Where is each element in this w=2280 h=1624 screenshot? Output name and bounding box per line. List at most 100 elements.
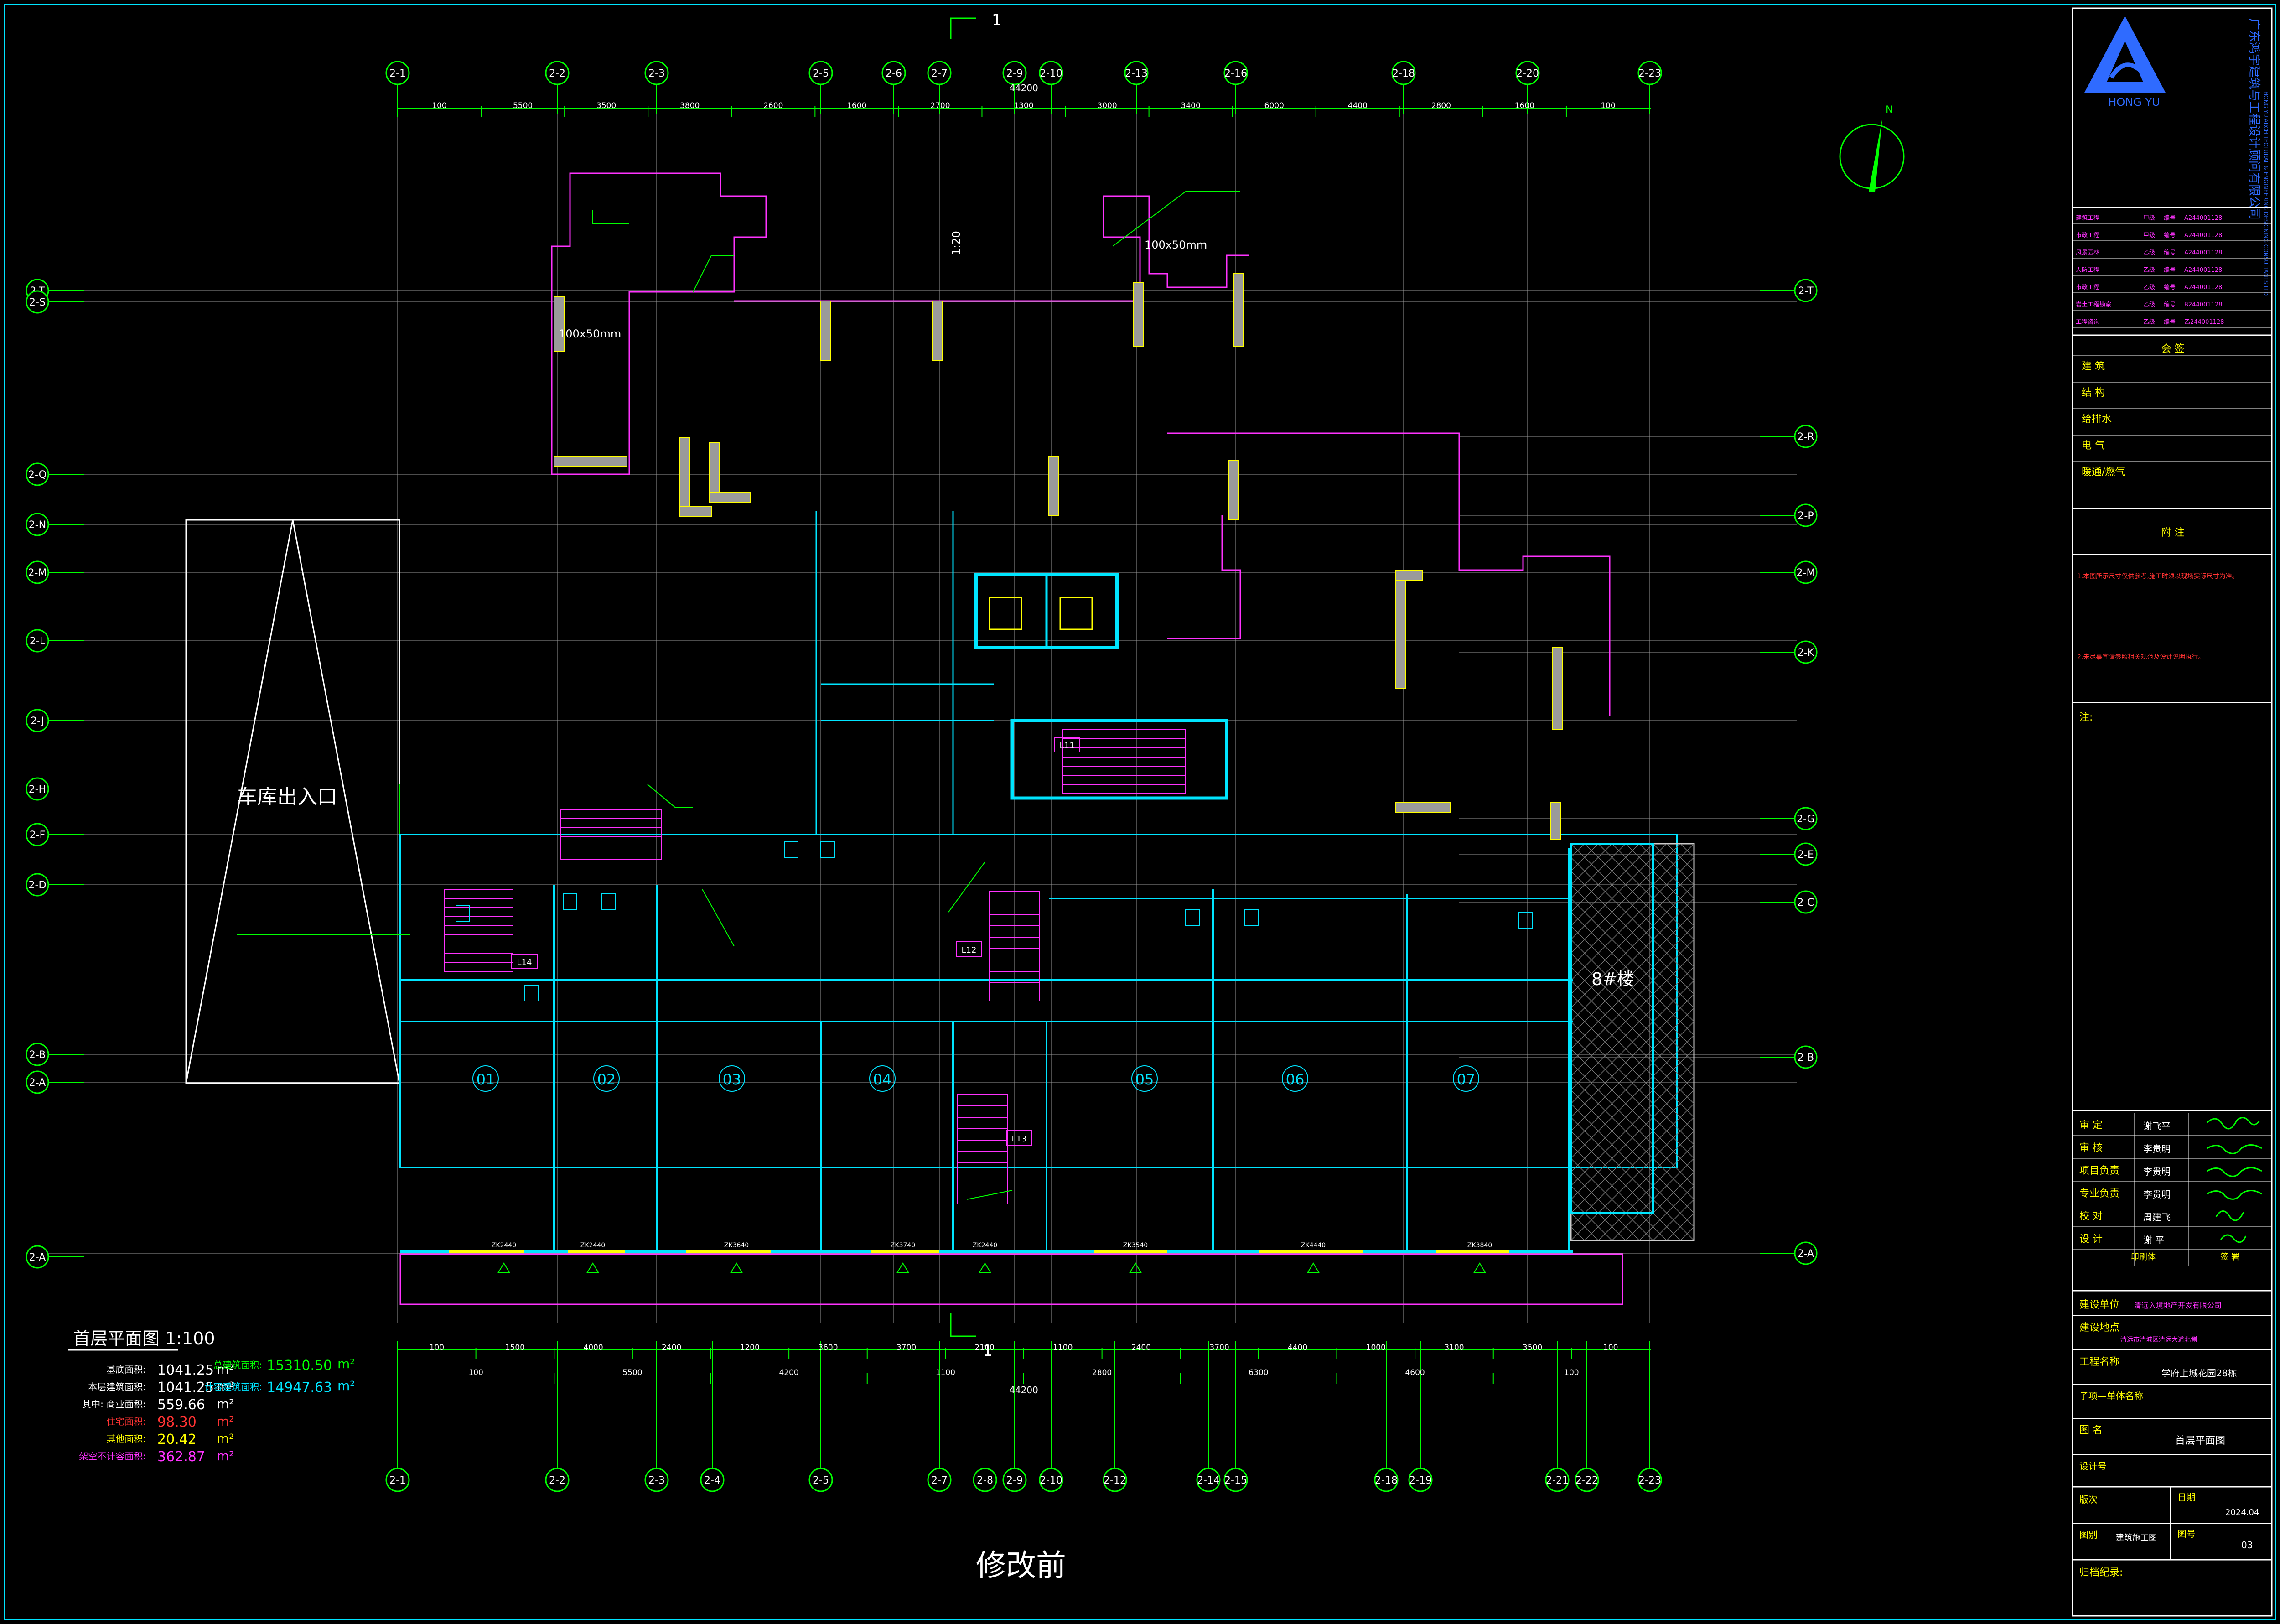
cosign-row-4: 暖通/燃气 [2082,467,2125,478]
axis-bottom-15: 2-22 [1575,1468,1599,1492]
axis-right-6-label: 2-E [1798,849,1814,861]
dim-bottom2-6: 4600 [1405,1368,1425,1377]
axis-bottom-11: 2-15 [1223,1468,1248,1492]
remarks-title: 附 注 [2161,527,2185,539]
axis-bottom-5: 2-7 [927,1468,952,1492]
dim-bottom1-5: 3600 [818,1343,838,1352]
axis-right-5-label: 2-G [1797,814,1815,825]
axis-top-5: 2-7 [927,61,952,85]
client-value: 清远入境地产开发有限公司 [2134,1301,2222,1310]
plan-title: 首层平面图 1:100 [73,1328,215,1349]
unit-label-4: 05 [1135,1071,1154,1088]
axis-bottom-10: 2-14 [1196,1468,1221,1492]
area-label-0: 基底面积: [106,1364,146,1375]
note-scale-top: 1:20 [950,231,963,255]
dim-bottom1-13: 3100 [1444,1343,1464,1352]
cert-cell-2-1: 乙级 [2143,249,2155,256]
cert-cell-4-1: 乙级 [2143,284,2155,291]
axis-top-5-label: 2-7 [931,68,948,79]
axis-left-9: 2-D [26,873,49,897]
dim-bottom1-3: 2400 [662,1343,681,1352]
stair-tag-3: L14 [517,958,532,967]
axis-left-8-label: 2-F [30,830,46,841]
cert-cell-2-3: A244001128 [2184,249,2222,256]
cert-cell-0-1: 甲级 [2143,215,2155,222]
dim-bottom1-6: 3700 [896,1343,916,1352]
dim-bottom2-4: 2800 [1092,1368,1112,1377]
building-8-tag: 8#楼 [1591,969,1634,989]
axis-bottom-10-label: 2-14 [1197,1475,1220,1486]
sheet-label: 图号 [2177,1528,2196,1539]
area-label-4: 其他面积: [106,1433,146,1444]
dimension-total-top: 44200 [1009,83,1038,93]
area-label-5: 架空不计容面积: [79,1451,146,1462]
area-value-3: 98.30 [157,1414,197,1430]
version-label: 版次 [2079,1494,2098,1505]
cert-cell-5-3: B244001128 [2184,301,2222,308]
cert-cell-5-2: 编号 [2164,301,2176,308]
dim-bottom2-5: 6300 [1249,1368,1268,1377]
logo-text: HONG YU [2108,96,2160,109]
area-value-0: 1041.25 [157,1362,214,1378]
section-mark-bottom: 1 [950,1313,993,1360]
role-name-2: 李贵明 [2143,1166,2171,1177]
role-label-1: 审 核 [2079,1142,2103,1154]
category-label: 图别 [2079,1529,2098,1540]
signatures [2206,1117,2262,1243]
dim-top-7: 1300 [1014,101,1033,110]
axis-top-9: 2-16 [1223,61,1248,85]
total-value-0: 15310.50 [267,1358,332,1374]
axis-right-7-label: 2-C [1797,897,1814,908]
stair-tag-1: L12 [962,945,977,955]
axis-right-1-label: 2-R [1797,431,1814,443]
sheet-value: 03 [2241,1540,2253,1551]
axis-right-1: 2-R [1794,425,1818,448]
unit-circle-1 [593,1065,620,1092]
axis-bottom-5-label: 2-7 [931,1475,948,1486]
axis-top-9-label: 2-16 [1224,68,1247,79]
axis-bottom-8: 2-10 [1039,1468,1063,1492]
unit-label-0: 01 [477,1071,495,1088]
axis-top-6-label: 2-9 [1006,68,1023,79]
axis-top-2-label: 2-3 [648,68,665,79]
area-label-2: 其中: 商业面积: [82,1399,146,1410]
total-value-1: 14947.63 [267,1380,332,1396]
unit-label-2: 03 [723,1071,741,1088]
axis-left-12: 2-A [26,1245,49,1269]
axis-top-8: 2-13 [1124,61,1149,85]
cosign-row-2: 给排水 [2082,414,2112,425]
cert-cell-0-2: 编号 [2164,215,2176,222]
role-name-1: 李贵明 [2143,1143,2171,1154]
axis-left-6-label: 2-J [31,716,44,727]
stair-tag-0: L11 [1060,741,1075,751]
title-block: HONG YU 广东鸿宇建筑与工程设计顾问有限公司 HONG YU ARCHIT… [2072,7,2273,1617]
axis-left-11: 2-A [26,1070,49,1094]
cert-cell-2-0: 风景园林 [2076,249,2099,256]
approval-signatures-table: 审 定谢飞平审 核李贵明项目负责李贵明专业负责李贵明校 对周建飞设 计谢 平 [2073,1113,2272,1266]
dim-bottom2-2: 4200 [779,1368,798,1377]
axis-bottom-16: 2-23 [1637,1468,1662,1492]
unit-label-6: 07 [1457,1071,1476,1088]
dim-bottom1-12: 1000 [1366,1343,1386,1352]
total-unit-1: m² [337,1378,355,1393]
axis-right-9-label: 2-A [1798,1248,1814,1260]
axis-bottom-9-label: 2-12 [1104,1475,1126,1486]
dim-bottom2-3: 1100 [936,1368,955,1377]
axis-right-4: 2-K [1794,640,1818,664]
window-tag-6: ZK4440 [1301,1242,1326,1249]
dim-top-6: 2700 [930,101,950,110]
sign-label: 签 署 [2220,1252,2239,1262]
area-value-5: 362.87 [157,1449,205,1465]
unit-circle-5 [1282,1065,1308,1092]
dim-top-12: 2800 [1431,101,1451,110]
axis-top-12: 2-23 [1637,61,1662,85]
dim-bottom1-1: 1500 [505,1343,525,1352]
window-tag-2: ZK3640 [724,1242,749,1249]
axis-left-7-label: 2-H [29,784,46,795]
axis-top-4-label: 2-6 [886,68,902,79]
axis-top-0: 2-1 [385,61,410,85]
